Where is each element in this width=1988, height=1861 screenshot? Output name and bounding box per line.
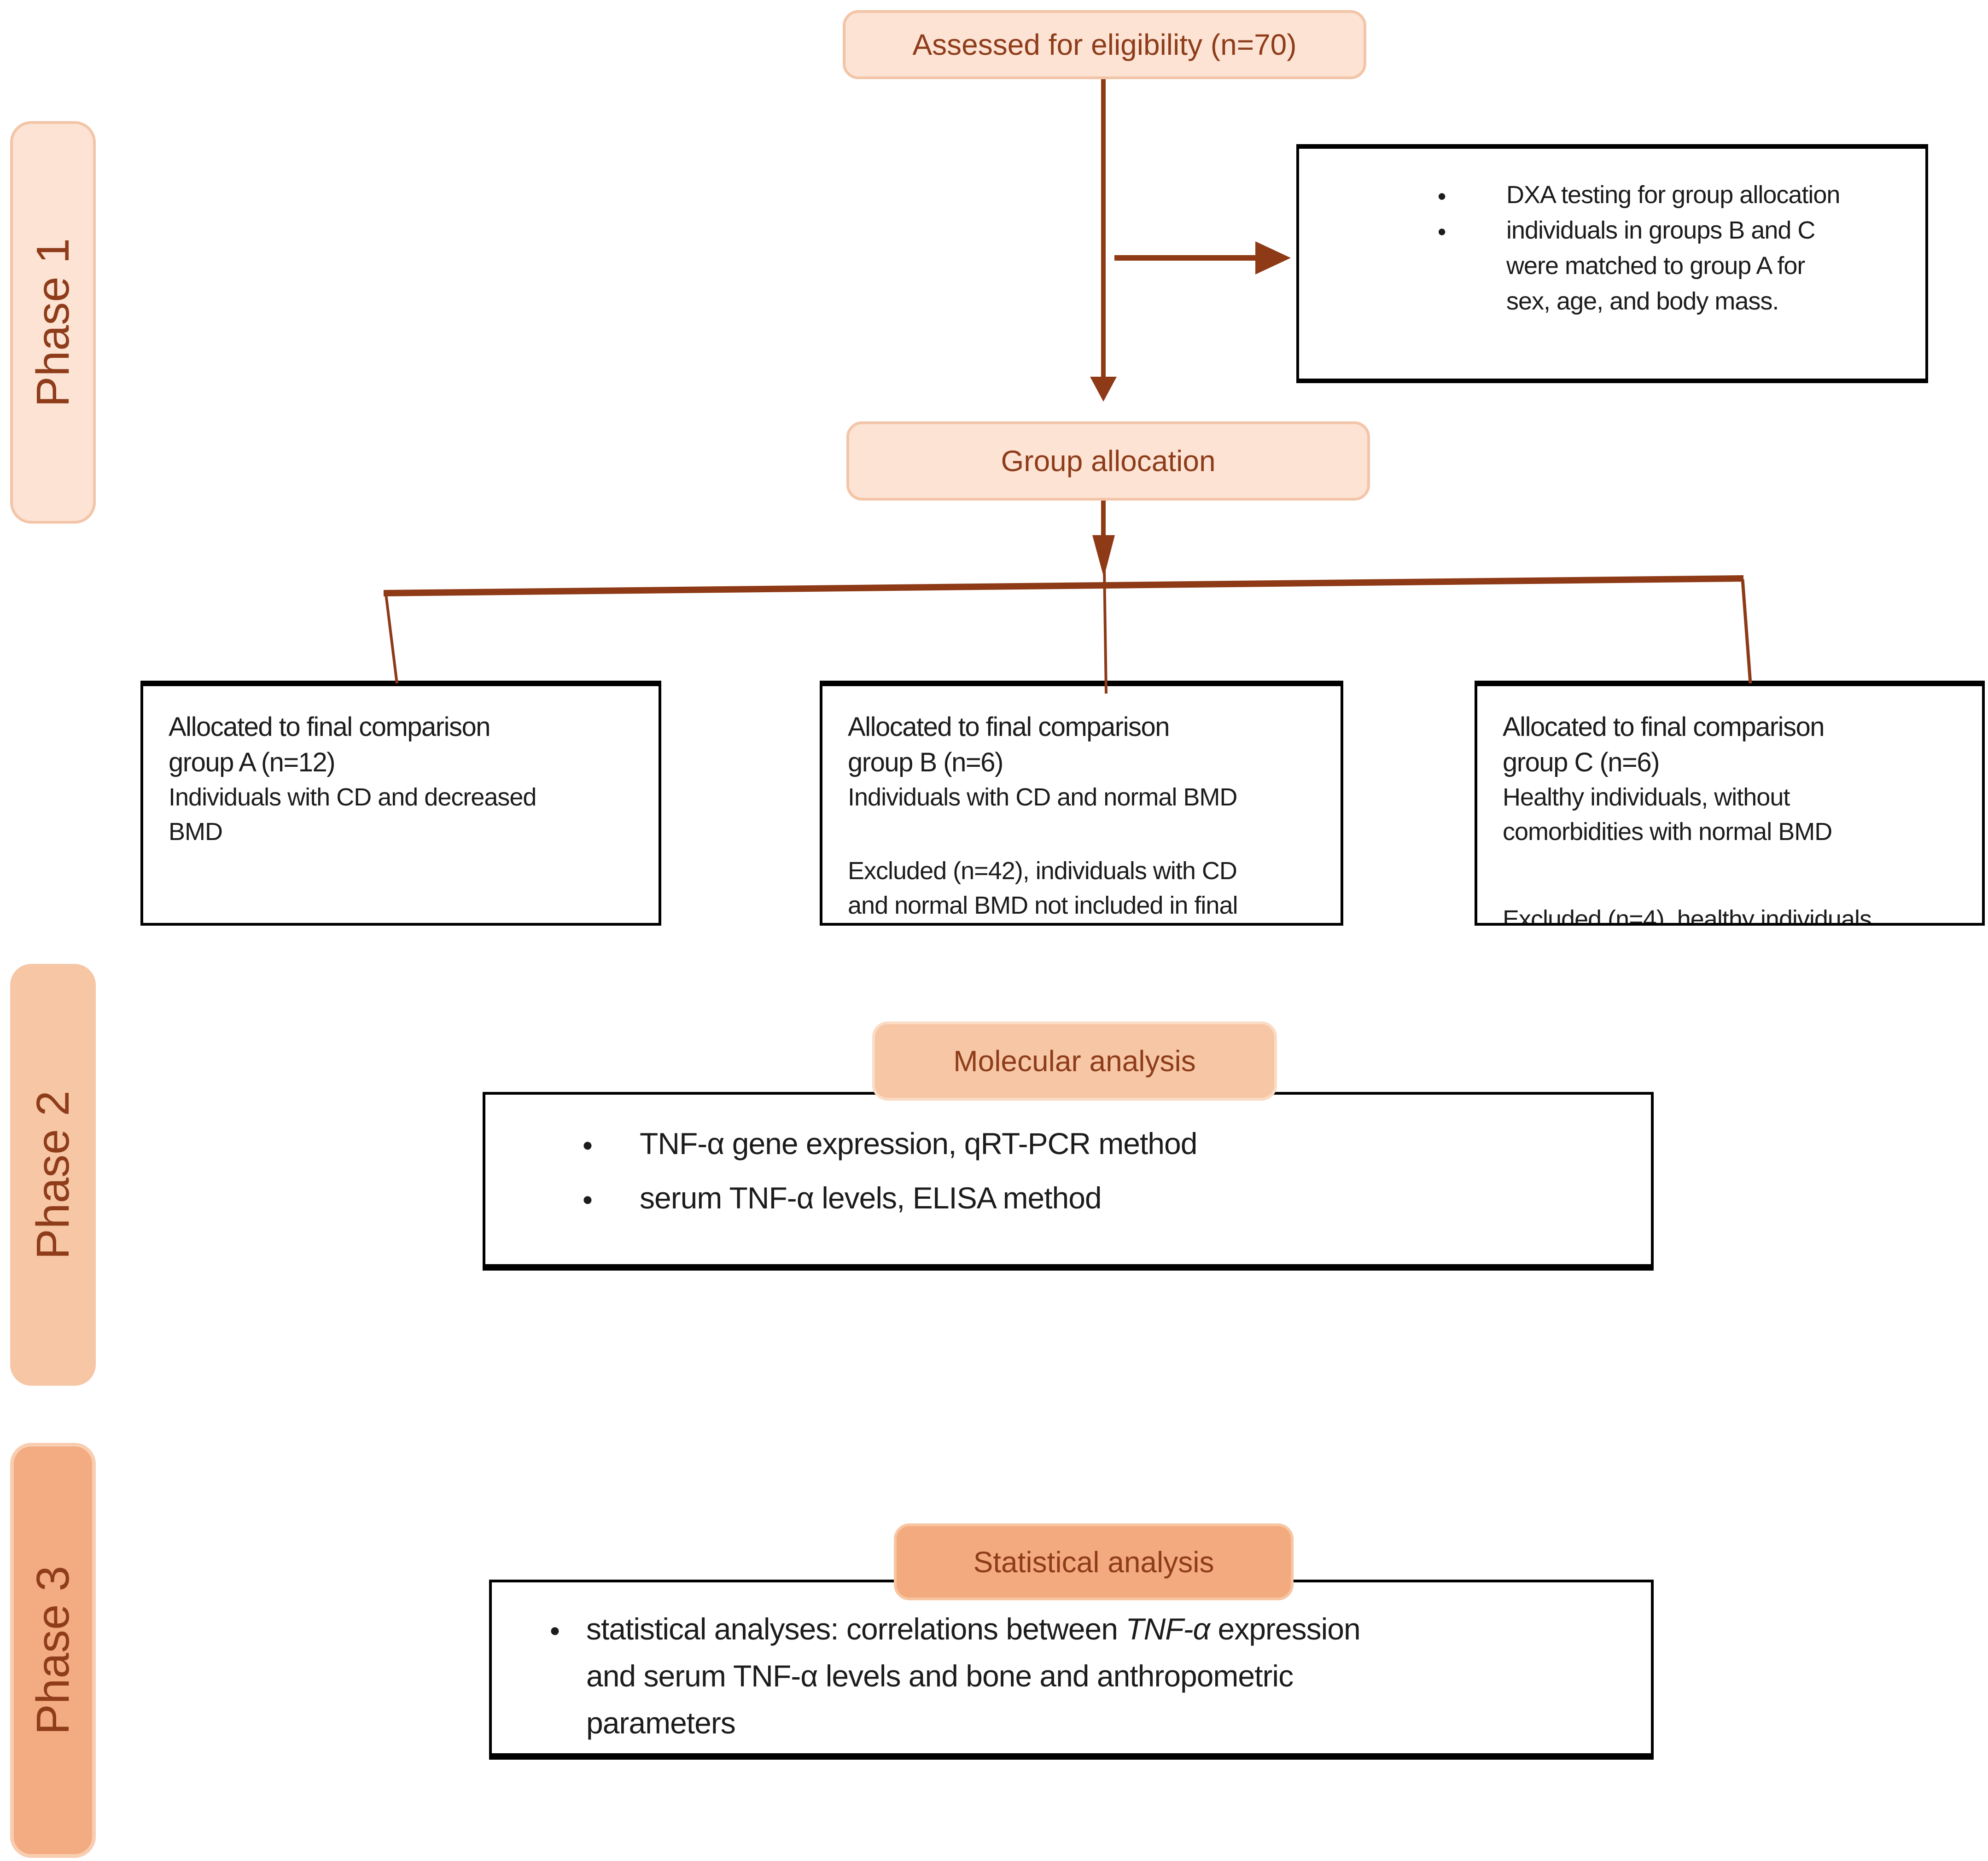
connector-right-drop	[1741, 579, 1752, 684]
phase-2-label: Phase 2	[10, 964, 96, 1386]
phase-1-label: Phase 1	[10, 121, 96, 524]
dxa-note-box: DXA testing for group allocation individ…	[1296, 144, 1928, 383]
statistical-analysis-content-box: statistical analyses: correlations betwe…	[489, 1580, 1654, 1760]
phase-1-text: Phase 1	[27, 238, 79, 407]
molecular-analysis-content-box: TNF-α gene expression, qRT-PCR method se…	[483, 1092, 1654, 1271]
allocation-box-group-c: Allocated to final comparison group C (n…	[1475, 681, 1985, 926]
molecular-bullet-2: serum TNF-α levels, ELISA method	[582, 1176, 1623, 1221]
statistical-bullet-italic: TNF-α	[1125, 1612, 1210, 1646]
allocation-box-group-a: Allocated to final comparison group A (n…	[140, 681, 661, 926]
allocation-box-group-b: Allocated to final comparison group B (n…	[820, 681, 1343, 926]
statistical-analysis-text: Statistical analysis	[973, 1545, 1214, 1579]
phase-3-text: Phase 3	[27, 1566, 79, 1735]
group-b-excluded: Excluded (n=42), individuals with CD and…	[848, 857, 1238, 919]
group-b-description: Individuals with CD and normal BMD	[848, 783, 1237, 811]
connector-distribution-line	[383, 575, 1744, 596]
group-a-description: Individuals with CD and decreased BMD	[169, 783, 536, 846]
molecular-analysis-text: Molecular analysis	[953, 1044, 1196, 1078]
molecular-analysis-header-box: Molecular analysis	[872, 1021, 1277, 1101]
dxa-bullet-2: individuals in groups B and C were match…	[1437, 213, 1907, 319]
assessed-for-eligibility-text: Assessed for eligibility (n=70)	[912, 28, 1297, 61]
molecular-bullet-1: TNF-α gene expression, qRT-PCR method	[582, 1121, 1623, 1167]
assessed-for-eligibility-box: Assessed for eligibility (n=70)	[843, 10, 1366, 79]
statistical-analysis-header-box: Statistical analysis	[894, 1523, 1294, 1600]
group-c-title: Allocated to final comparison group C (n…	[1503, 712, 1825, 777]
connector-center-drop	[1102, 538, 1108, 694]
arrow-to-dxa-note-head	[1255, 241, 1291, 274]
dxa-bullet-list: DXA testing for group allocation individ…	[1299, 149, 1925, 319]
group-a-title: Allocated to final comparison group A (n…	[169, 712, 491, 777]
arrow-allocation-down-head	[1092, 535, 1115, 578]
connector-left-drop	[385, 594, 398, 684]
molecular-bullet-list: TNF-α gene expression, qRT-PCR method se…	[485, 1095, 1651, 1221]
dxa-bullet-1: DXA testing for group allocation	[1437, 177, 1907, 214]
group-c-excluded: Excluded (n=4), healthy individuals	[1503, 905, 1872, 926]
phase-2-text: Phase 2	[27, 1090, 79, 1260]
statistical-bullet-1: statistical analyses: correlations betwe…	[549, 1605, 1553, 1746]
arrow-eligibility-to-allocation-head	[1090, 377, 1117, 402]
group-allocation-box: Group allocation	[846, 421, 1370, 501]
group-b-title: Allocated to final comparison group B (n…	[848, 712, 1170, 777]
group-allocation-text: Group allocation	[1001, 444, 1216, 478]
statistical-bullet-list: statistical analyses: correlations betwe…	[492, 1582, 1651, 1746]
group-c-description: Healthy individuals, without comorbiditi…	[1503, 783, 1832, 846]
phase-3-label: Phase 3	[10, 1443, 96, 1858]
statistical-bullet-pre: statistical analyses: correlations betwe…	[586, 1612, 1126, 1646]
statistical-bullet-post: expression and serum TNF-α levels and bo…	[586, 1612, 1361, 1740]
